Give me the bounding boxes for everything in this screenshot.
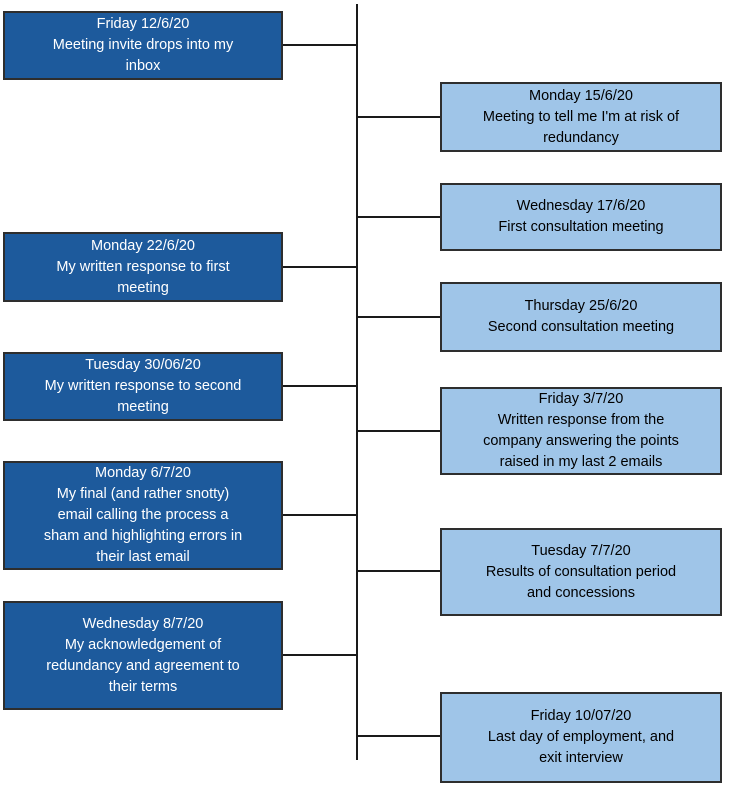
event-description: First consultation meeting <box>498 219 664 235</box>
event-description: Last day of employment, and exit intervi… <box>487 729 675 766</box>
event-box-wednesday-17-6-20: Wednesday 17/6/20 First consultation mee… <box>440 183 722 251</box>
event-description: Written response from the company answer… <box>483 412 679 470</box>
event-date: Friday 10/07/20 <box>530 708 632 724</box>
event-description: My final (and rather snotty) email calli… <box>43 486 243 565</box>
event-date: Friday 12/6/20 <box>96 16 190 32</box>
event-box-thursday-25-6-20: Thursday 25/6/20 Second consultation mee… <box>440 282 722 352</box>
connector-line-event-2 <box>358 216 440 218</box>
event-date: Monday 6/7/20 <box>95 465 191 481</box>
event-date: Monday 22/6/20 <box>91 237 195 254</box>
connector-line-event-1 <box>358 116 440 118</box>
connector-line-event-0 <box>283 44 358 46</box>
connector-line-event-4 <box>358 316 440 318</box>
event-box-friday-10-07-20: Friday 10/07/20 Last day of employment, … <box>440 692 722 783</box>
event-box-friday-12-6-20: Friday 12/6/20 Meeting invite drops into… <box>3 11 283 80</box>
event-box-friday-3-7-20: Friday 3/7/20 Written response from the … <box>440 387 722 475</box>
event-box-tuesday-7-7-20: Tuesday 7/7/20 Results of consultation p… <box>440 528 722 616</box>
timeline-spine-line <box>356 4 358 760</box>
connector-line-event-10 <box>358 735 440 737</box>
event-date: Wednesday 17/6/20 <box>516 198 646 214</box>
connector-line-event-5 <box>283 385 358 387</box>
event-description: My written response to first meeting <box>56 258 230 296</box>
connector-line-event-8 <box>358 570 440 572</box>
event-date: Thursday 25/6/20 <box>524 298 638 314</box>
event-date: Friday 3/7/20 <box>538 391 624 407</box>
event-date: Monday 15/6/20 <box>529 87 633 104</box>
event-description: Meeting to tell me I'm at risk of redund… <box>482 108 680 146</box>
event-box-tuesday-30-06-20: Tuesday 30/06/20 My written response to … <box>3 352 283 421</box>
event-description: Meeting invite drops into my inbox <box>52 37 234 74</box>
event-box-monday-6-7-20: Monday 6/7/20 My final (and rather snott… <box>3 461 283 570</box>
event-description: My written response to second meeting <box>44 378 242 415</box>
event-box-monday-22-6-20: Monday 22/6/20 My written response to fi… <box>3 232 283 302</box>
event-date: Tuesday 7/7/20 <box>531 542 631 559</box>
event-description: Results of consultation period and conce… <box>485 563 677 601</box>
event-box-monday-15-6-20: Monday 15/6/20 Meeting to tell me I'm at… <box>440 82 722 152</box>
event-description: Second consultation meeting <box>487 319 675 335</box>
connector-line-event-9 <box>283 654 358 656</box>
connector-line-event-7 <box>283 514 358 516</box>
connector-line-event-6 <box>358 430 440 432</box>
event-description: My acknowledgement of redundancy and agr… <box>46 636 240 695</box>
connector-line-event-3 <box>283 266 358 268</box>
event-box-wednesday-8-7-20: Wednesday 8/7/20 My acknowledgement of r… <box>3 601 283 710</box>
event-date: Tuesday 30/06/20 <box>85 357 201 373</box>
event-date: Wednesday 8/7/20 <box>82 615 204 632</box>
